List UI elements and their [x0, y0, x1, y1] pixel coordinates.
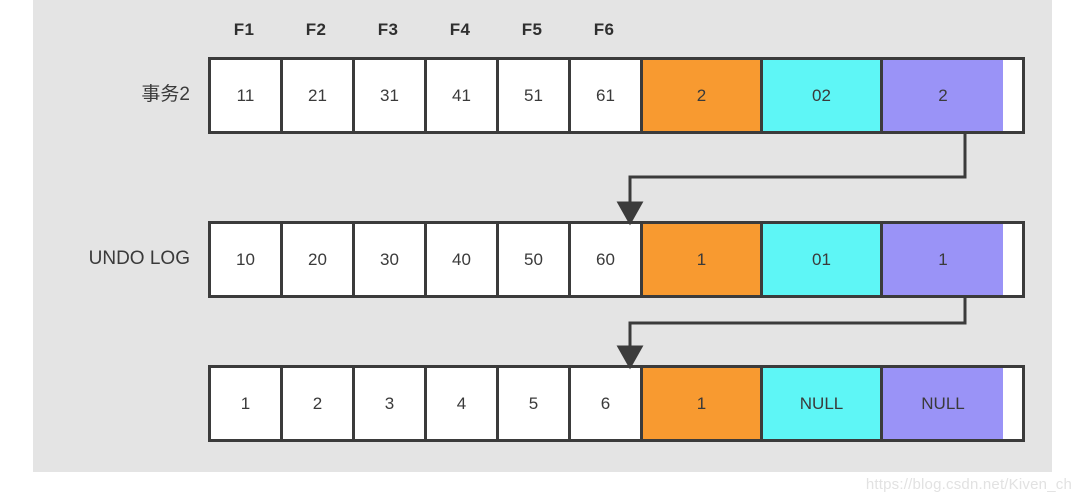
- table-cell: 11: [211, 60, 283, 131]
- table-cell: 3: [355, 368, 427, 439]
- table-cell-orange: 1: [643, 368, 763, 439]
- column-header-f5: F5: [521, 20, 543, 39]
- table-cell: 31: [355, 60, 427, 131]
- table-cell: 2: [283, 368, 355, 439]
- column-header-f6: F6: [593, 20, 615, 39]
- table-row-original: 1 2 3 4 5 6 1 NULL NULL: [208, 365, 1025, 442]
- table-cell-purple: 1: [883, 224, 1003, 295]
- table-cell-cyan: 01: [763, 224, 883, 295]
- table-cell: 50: [499, 224, 571, 295]
- row-label-transaction2: 事务2: [141, 84, 190, 105]
- table-cell: 51: [499, 60, 571, 131]
- watermark-text: https://blog.csdn.net/Kiven_ch: [865, 476, 1072, 493]
- table-row-undo-log: 10 20 30 40 50 60 1 01 1: [208, 221, 1025, 298]
- table-cell: 6: [571, 368, 643, 439]
- table-cell: 5: [499, 368, 571, 439]
- table-cell: 10: [211, 224, 283, 295]
- table-cell: 20: [283, 224, 355, 295]
- table-cell: 41: [427, 60, 499, 131]
- table-cell: 30: [355, 224, 427, 295]
- table-cell-orange: 1: [643, 224, 763, 295]
- row-label-undo-log: UNDO LOG: [88, 248, 190, 269]
- table-cell: 21: [283, 60, 355, 131]
- table-row-transaction2: 11 21 31 41 51 61 2 02 2: [208, 57, 1025, 134]
- table-cell: 1: [211, 368, 283, 439]
- table-cell-orange: 2: [643, 60, 763, 131]
- table-cell-cyan: NULL: [763, 368, 883, 439]
- table-cell: 40: [427, 224, 499, 295]
- table-cell: 60: [571, 224, 643, 295]
- table-cell-cyan: 02: [763, 60, 883, 131]
- table-cell-purple: NULL: [883, 368, 1003, 439]
- column-header-f1: F1: [233, 20, 255, 39]
- table-cell-purple: 2: [883, 60, 1003, 131]
- table-cell: 4: [427, 368, 499, 439]
- column-header-f2: F2: [305, 20, 327, 39]
- column-header-row: F1 F2 F3 F4 F5 F6: [208, 16, 640, 44]
- column-header-f4: F4: [449, 20, 471, 39]
- column-header-f3: F3: [377, 20, 399, 39]
- table-cell: 61: [571, 60, 643, 131]
